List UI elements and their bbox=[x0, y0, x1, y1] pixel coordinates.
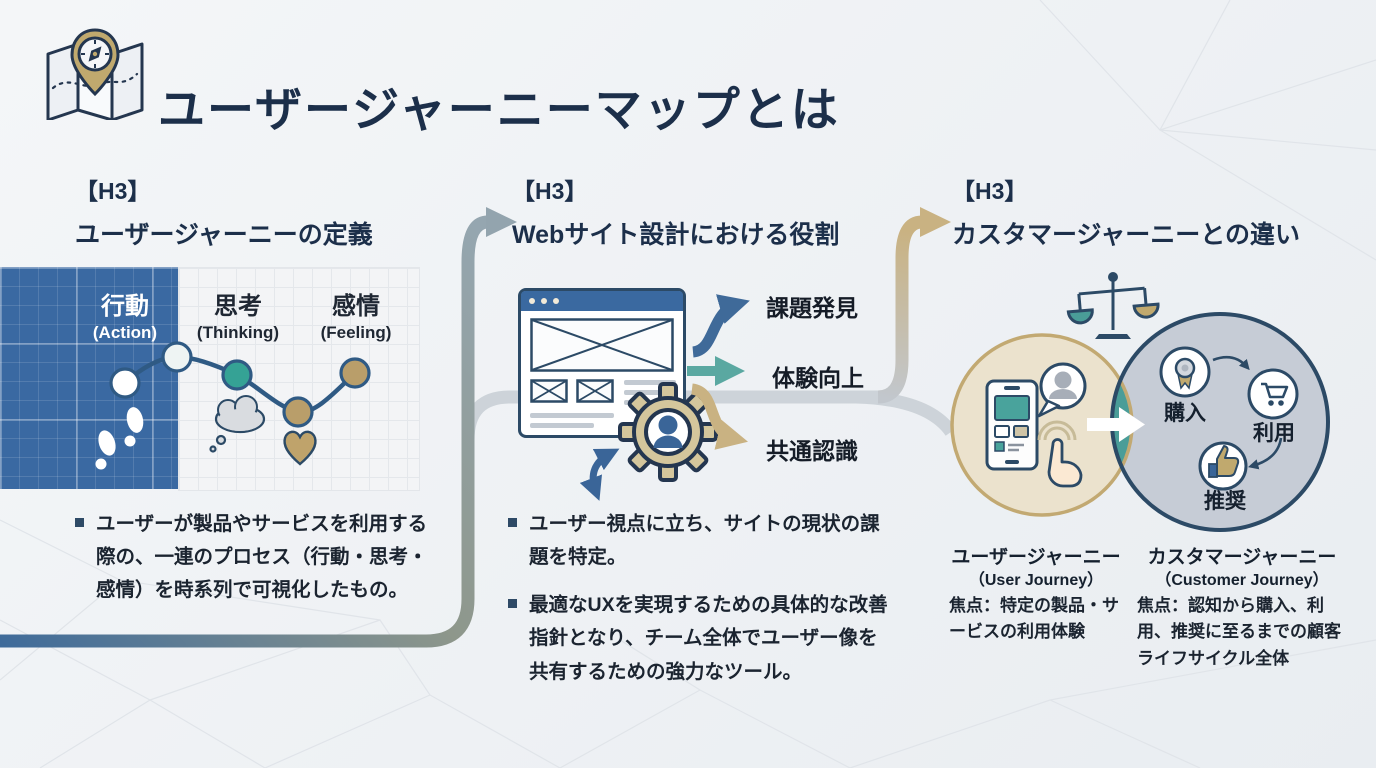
customer-journey-label: カスタマージャーニー （Customer Journey） bbox=[1147, 547, 1337, 589]
venn-diagram: 購入 利用 推奨 bbox=[950, 272, 1330, 532]
thumbnail-placeholder bbox=[530, 379, 568, 403]
text-line bbox=[624, 390, 676, 395]
browser-titlebar bbox=[521, 291, 683, 311]
user-journey-focus: 焦点：特定の製品・サービスの利用体験 bbox=[949, 596, 1119, 642]
journey-chart-action-panel bbox=[0, 267, 178, 489]
footprints-icon bbox=[95, 407, 144, 470]
journey-point-4 bbox=[282, 396, 314, 428]
text-line bbox=[530, 413, 614, 418]
journey-line-chart bbox=[95, 341, 371, 470]
text-line bbox=[624, 380, 676, 385]
browser-dot-icon bbox=[529, 298, 535, 304]
bullet-item: ユーザーが製品やサービスを利用する際の、一連のプロセス（行動・思考・感情）を時系… bbox=[75, 508, 443, 607]
thumbnail-placeholder bbox=[576, 379, 614, 403]
tap-gesture-icon bbox=[1037, 420, 1083, 488]
user-icon bbox=[653, 415, 683, 448]
connector-to-section3-graphic bbox=[855, 390, 957, 436]
bullet-square-icon bbox=[508, 599, 517, 609]
browser-dot-icon bbox=[541, 298, 547, 304]
hero-image-placeholder bbox=[530, 318, 674, 372]
phase-label-thinking: 思考 (Thinking) bbox=[196, 293, 280, 342]
outcome-label-shared-understanding: 共通認識 bbox=[766, 438, 858, 464]
section1-h3-tag: 【H3】 bbox=[75, 178, 151, 204]
purchase-medal-icon bbox=[1159, 346, 1211, 398]
step-label-recommend: 推奨 bbox=[1204, 490, 1247, 513]
balance-scale-icon bbox=[1066, 272, 1160, 339]
step-arrow-use-to-recommend bbox=[1247, 437, 1283, 470]
phase-label-feeling: 感情 (Feeling) bbox=[320, 293, 392, 342]
cart-icon bbox=[1247, 368, 1299, 420]
section1-bullets: ユーザーが製品やサービスを利用する際の、一連のプロセス（行動・思考・感情）を時系… bbox=[75, 508, 443, 622]
connector-to-section3-heading bbox=[877, 215, 923, 404]
map-compass-icon bbox=[46, 28, 144, 120]
step-arrow-purchase-to-use bbox=[1212, 355, 1250, 371]
bullet-square-icon bbox=[508, 518, 517, 527]
connector-to-section2-heading bbox=[0, 215, 489, 648]
browser-dot-icon bbox=[553, 298, 559, 304]
bullet-item: ユーザー視点に立ち、サイトの現状の課題を特定。 bbox=[508, 508, 890, 574]
journey-point-3 bbox=[221, 359, 253, 391]
thumbs-up-icon bbox=[1198, 441, 1248, 491]
section2-title: Webサイト設計における役割 bbox=[512, 221, 840, 249]
journey-point-2 bbox=[161, 341, 193, 373]
bullet-item: 最適なUXを実現するための具体的な改善指針となり、チーム全体でユーザー像を共有す… bbox=[508, 589, 890, 688]
connector-arrowhead-section2 bbox=[486, 207, 517, 237]
page-title: ユーザージャーニーマップとは bbox=[158, 83, 840, 137]
user-chat-bubble-icon bbox=[1037, 362, 1087, 418]
section2-heading: 【H3】 Webサイト設計における役割 bbox=[512, 172, 839, 251]
outcome-label-experience-improvement: 体験向上 bbox=[772, 365, 864, 391]
section2-bullets: ユーザー視点に立ち、サイトの現状の課題を特定。 最適なUXを実現するための具体的… bbox=[508, 508, 890, 704]
step-label-use: 利用 bbox=[1253, 422, 1295, 445]
bullet-square-icon bbox=[75, 518, 84, 527]
step-label-purchase: 購入 bbox=[1163, 401, 1206, 425]
text-line bbox=[530, 423, 594, 428]
section2-h3-tag: 【H3】 bbox=[512, 178, 588, 204]
section3-h3-tag: 【H3】 bbox=[952, 178, 1028, 204]
customer-journey-focus: 焦点：認知から購入、利用、推奨に至るまでの顧客ライフサイクル全体 bbox=[1137, 596, 1341, 668]
section3-heading: 【H3】 カスタマージャーニーとの違い bbox=[952, 172, 1300, 251]
section3-title: カスタマージャーニーとの違い bbox=[952, 221, 1301, 249]
heart-icon bbox=[283, 430, 317, 466]
smartphone-icon bbox=[985, 379, 1039, 471]
gear-user-icon bbox=[618, 382, 718, 482]
outcome-label-issue-discovery: 課題発見 bbox=[766, 295, 858, 321]
section1-title: ユーザージャーニーの定義 bbox=[75, 221, 373, 249]
journey-point-5 bbox=[339, 357, 371, 389]
user-journey-label: ユーザージャーニー （User Journey） bbox=[951, 547, 1121, 589]
transition-arrow bbox=[1087, 407, 1145, 442]
browser-wireframe bbox=[518, 288, 686, 438]
section1-heading: 【H3】 ユーザージャーニーの定義 bbox=[75, 172, 373, 251]
connector-arrowhead-section3 bbox=[920, 207, 951, 237]
journey-point-1 bbox=[109, 367, 141, 399]
thought-bubble-icon bbox=[209, 395, 266, 453]
phase-label-action: 行動 (Action) bbox=[92, 293, 158, 342]
